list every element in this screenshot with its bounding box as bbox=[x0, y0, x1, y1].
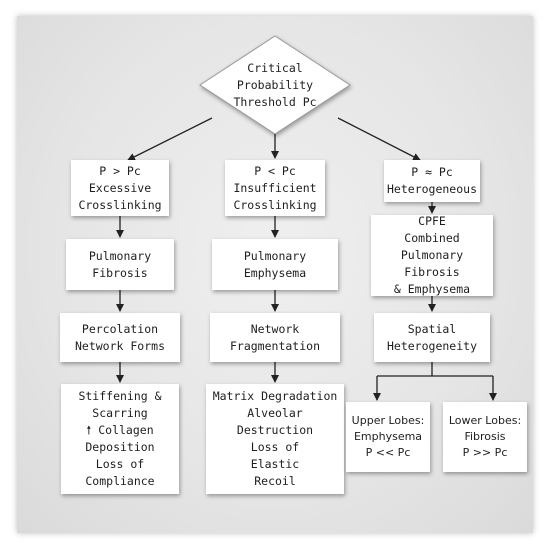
disease-label: CPFE Combined Pulmonary Fibrosis & Emphy… bbox=[393, 214, 471, 296]
outcome-box-degradation: Matrix Degradation Alveolar Destruction … bbox=[206, 384, 344, 494]
outcome-label: Stiffening & Scarring 🠕 Collagen Deposit… bbox=[78, 389, 162, 488]
outcome-label: Matrix Degradation Alveolar Destruction … bbox=[212, 389, 338, 488]
condition-label: P < Pc Insufficient Crosslinking bbox=[233, 163, 317, 212]
disease-box-emphysema: Pulmonary Emphysema bbox=[212, 239, 338, 290]
condition-label: P ≈ Pc Heterogeneous bbox=[387, 165, 478, 196]
disease-label: Pulmonary Emphysema bbox=[243, 248, 307, 280]
outcome-label: Lower Lobes: Fibrosis P >> Pc bbox=[448, 414, 522, 459]
outcome-box-upper-lobes: Upper Lobes: Emphysema P << Pc bbox=[346, 402, 430, 472]
disease-label: Pulmonary Fibrosis bbox=[88, 248, 152, 280]
mechanism-box-fragmentation: Network Fragmentation bbox=[210, 313, 340, 362]
outcome-box-lower-lobes: Lower Lobes: Fibrosis P >> Pc bbox=[443, 402, 527, 472]
mechanism-label: Spatial Heterogeneity bbox=[386, 321, 477, 353]
arrow-root-to-branch-1 bbox=[127, 117, 213, 161]
root-label: Critical Probability Threshold Pc bbox=[233, 60, 317, 109]
condition-box-heterogeneous: P ≈ Pc Heterogeneous bbox=[384, 160, 480, 202]
outcome-label: Upper Lobes: Emphysema P << Pc bbox=[351, 414, 425, 459]
arrow-root-to-branch-3 bbox=[337, 117, 421, 161]
mechanism-box-spatial: Spatial Heterogeneity bbox=[374, 313, 490, 362]
outcome-box-stiffening: Stiffening & Scarring 🠕 Collagen Deposit… bbox=[61, 384, 179, 494]
mechanism-label: Network Fragmentation bbox=[229, 321, 320, 353]
mechanism-label: Percolation Network Forms bbox=[74, 321, 165, 353]
condition-box-excessive: P > Pc Excessive Crosslinking bbox=[71, 160, 169, 216]
disease-box-fibrosis: Pulmonary Fibrosis bbox=[66, 239, 174, 290]
condition-box-insufficient: P < Pc Insufficient Crosslinking bbox=[225, 160, 325, 216]
disease-box-cpfe: CPFE Combined Pulmonary Fibrosis & Emphy… bbox=[371, 214, 493, 296]
mechanism-box-percolation: Percolation Network Forms bbox=[60, 313, 180, 362]
condition-label: P > Pc Excessive Crosslinking bbox=[78, 163, 162, 212]
